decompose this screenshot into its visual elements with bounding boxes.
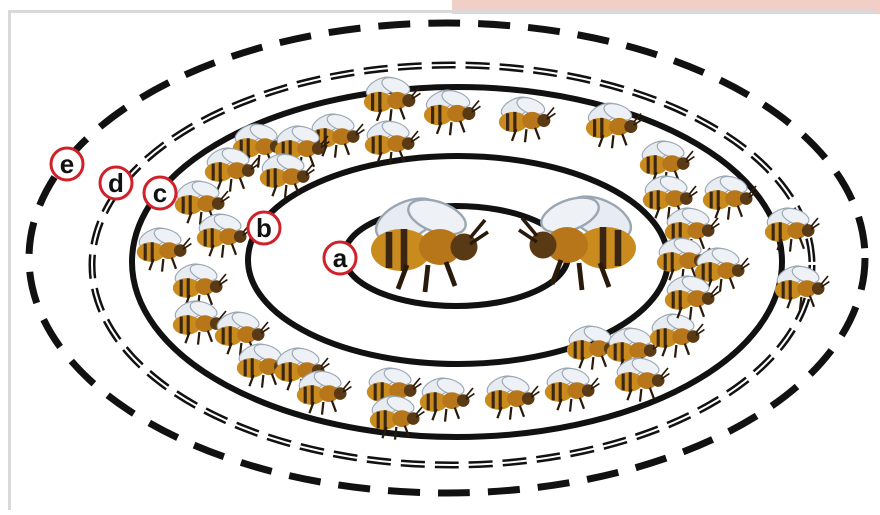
label-d: d bbox=[100, 167, 132, 199]
honeybee-icon bbox=[363, 73, 420, 122]
label-e: e bbox=[51, 148, 83, 180]
honeybee-icon bbox=[484, 372, 539, 420]
label-b: b bbox=[248, 212, 280, 244]
label-c-text: c bbox=[153, 178, 167, 208]
label-c: c bbox=[144, 177, 176, 209]
label-a-text: a bbox=[333, 243, 348, 273]
label-d-text: d bbox=[108, 168, 124, 198]
label-e-text: e bbox=[60, 149, 74, 179]
honeybee-icon bbox=[419, 374, 474, 422]
honeybee-icon bbox=[136, 224, 191, 272]
label-b-text: b bbox=[256, 213, 272, 243]
honeybee-icon bbox=[423, 86, 480, 135]
honeybee-icon bbox=[498, 93, 555, 142]
honeybee-icon bbox=[702, 172, 757, 220]
two-honeybees-icon bbox=[369, 188, 637, 292]
honeybee-icon bbox=[172, 260, 227, 308]
label-a: a bbox=[324, 242, 356, 274]
honeybee-icon bbox=[544, 364, 599, 412]
worker-bee-ring bbox=[136, 73, 829, 440]
honeybee-icon bbox=[196, 210, 251, 258]
